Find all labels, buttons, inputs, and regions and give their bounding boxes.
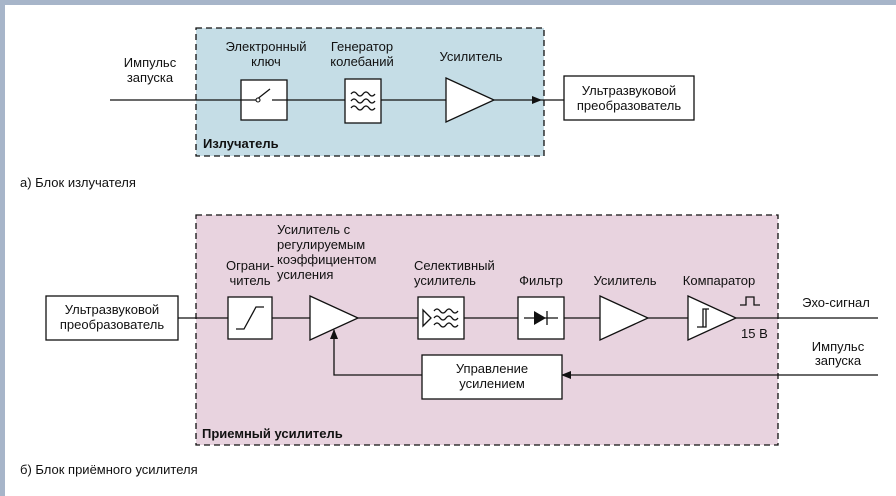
comparator-icon — [687, 294, 738, 342]
emitter-transducer-box — [563, 75, 695, 121]
electronic-switch-icon — [240, 79, 288, 121]
gain-control-box — [421, 354, 563, 400]
emitter-input-label: запуска — [127, 70, 174, 85]
filter-diode-icon — [517, 296, 565, 340]
receiver-block — [195, 214, 779, 446]
vga-label: коэффициентом — [277, 252, 377, 267]
selective-amplifier-label: усилитель — [414, 273, 476, 288]
emitter-block-title: Излучатель — [203, 136, 279, 151]
gain-control-label: Управление — [456, 361, 528, 376]
output-pulse-icon — [740, 296, 760, 306]
receiver-amplifier-icon — [599, 294, 650, 342]
limiter-label: читель — [230, 273, 271, 288]
receiver-amplifier-label: Усилитель — [594, 273, 657, 288]
limiter-icon — [227, 296, 273, 340]
voltage-label: 15 В — [741, 326, 768, 341]
trigger-input-label: запуска — [815, 353, 862, 368]
emitter-input-label: Импульс — [124, 55, 177, 70]
emitter-caption: а) Блок излучателя — [20, 175, 136, 190]
receiver-block-title: Приемный усилитель — [202, 426, 343, 441]
receiver-transducer-box — [45, 295, 179, 341]
receiver-transducer-label: преобразователь — [60, 317, 164, 332]
gain-control-label: усилением — [459, 376, 525, 391]
oscillator-icon — [344, 78, 382, 124]
selective-amplifier-icon — [417, 296, 465, 340]
comparator-label: Компаратор — [683, 273, 755, 288]
generator-label: колебаний — [330, 54, 394, 69]
receiver-caption: б) Блок приёмного усилителя — [20, 462, 198, 477]
emitter-transducer-label: Ультразвуковой — [582, 83, 676, 98]
generator-label: Генератор — [331, 39, 393, 54]
emitter-transducer-label: преобразователь — [577, 98, 681, 113]
receiver-transducer-label: Ультразвуковой — [65, 302, 159, 317]
vga-label: Усилитель с — [277, 222, 351, 237]
emitter-amplifier-icon — [445, 76, 496, 124]
switch-label: Электронный — [226, 39, 307, 54]
selective-amplifier-label: Селективный — [414, 258, 495, 273]
vga-label: усиления — [277, 267, 333, 282]
filter-label: Фильтр — [519, 273, 563, 288]
emitter-amplifier-label: Усилитель — [440, 49, 503, 64]
output-label: Эхо-сигнал — [802, 295, 870, 310]
trigger-input-label: Импульс — [812, 339, 865, 354]
limiter-label: Ограни- — [226, 258, 274, 273]
switch-label: ключ — [251, 54, 281, 69]
vga-label: регулируемым — [277, 237, 365, 252]
